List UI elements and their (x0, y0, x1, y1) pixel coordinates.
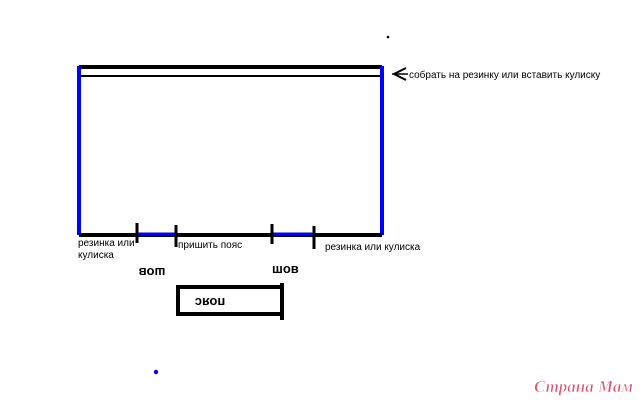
watermark-logo: Страна Мам (534, 377, 633, 396)
gather-note-label: собрать на резинку или вставить кулиску (409, 69, 600, 81)
skirt-panel (77, 65, 384, 249)
left-elastic-label-line2: кулиска (78, 250, 114, 261)
right-elastic-label: резинка или кулиска (325, 242, 421, 253)
seam-label-right: шов (272, 261, 299, 276)
sew-belt-label: пришить пояс (178, 240, 242, 251)
belt-piece: пояс (176, 283, 284, 320)
arrow-icon (392, 67, 408, 81)
left-elastic-label-line1: резинка или (78, 238, 135, 249)
stray-dot-black (386, 35, 390, 39)
belt-label: пояс (195, 295, 225, 310)
stray-dot-blue (153, 369, 159, 375)
seam-label-left: шов (139, 265, 166, 280)
